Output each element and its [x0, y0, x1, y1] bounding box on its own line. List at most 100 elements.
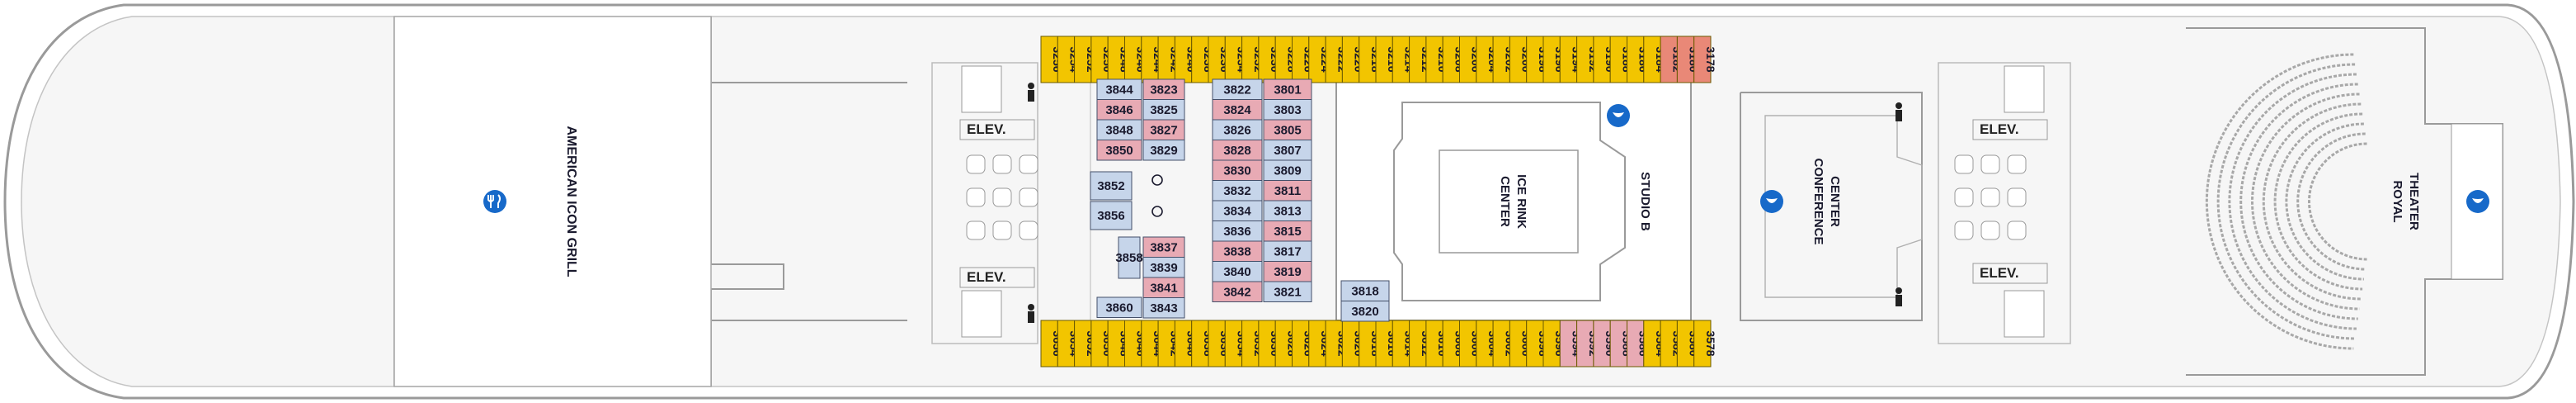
elevator-label-fwd-bottom: ELEV.: [1980, 265, 2019, 281]
stateroom-cabin[interactable]: 3836: [1212, 220, 1263, 242]
cabin-number: 3836: [1223, 225, 1250, 239]
elevator-door: [992, 187, 1012, 207]
stateroom-cabin[interactable]: 3848: [1096, 119, 1142, 140]
stateroom-cabin[interactable]: 3834: [1212, 200, 1263, 221]
elevator-door: [1954, 220, 1974, 240]
stateroom-cabin[interactable]: 3826: [1212, 119, 1263, 140]
conference-label-1: CONFERENCE: [1811, 158, 1825, 244]
cabin-number: 3834: [1223, 204, 1251, 218]
restroom-icon: [1896, 287, 1902, 306]
stateroom-cabin[interactable]: 3840: [1212, 261, 1263, 282]
stateroom-cabin[interactable]: 3803: [1263, 99, 1312, 121]
cabin-number: 3820: [1351, 305, 1378, 319]
stateroom-cabin[interactable]: 3841: [1142, 277, 1185, 298]
stateroom-cabin[interactable]: 3828: [1212, 140, 1263, 161]
cabin-number: 3846: [1105, 103, 1133, 117]
ice-rink: [1439, 149, 1579, 254]
cabin-number: 3807: [1274, 144, 1301, 158]
stateroom-cabin[interactable]: 3178: [1693, 36, 1717, 83]
stateroom-cabin[interactable]: 3813: [1263, 200, 1312, 221]
stateroom-cabin[interactable]: 3819: [1263, 261, 1312, 282]
cabin-number: 3819: [1274, 265, 1301, 279]
stateroom-row-port: 3256325432523250324832463244324232403238…: [1040, 36, 1717, 83]
cabin-number: 3839: [1150, 261, 1177, 275]
stateroom-cabin[interactable]: 3860: [1096, 296, 1142, 318]
stateroom-cabin[interactable]: 3805: [1263, 119, 1312, 140]
cabin-number: 3837: [1150, 240, 1177, 254]
stateroom-cabin[interactable]: 3856: [1090, 201, 1133, 230]
seat-row: [2273, 112, 2363, 291]
stateroom-cabin[interactable]: 3844: [1096, 78, 1142, 100]
stateroom-cabin[interactable]: 3823: [1142, 78, 1185, 100]
cabin-number: 3821: [1274, 285, 1301, 299]
cabin-number: 3844: [1105, 83, 1133, 97]
cabin-number: 3811: [1274, 184, 1302, 198]
stateroom-cabin[interactable]: 3809: [1263, 159, 1312, 181]
ice-rink-label-2: ICE RINK: [1514, 174, 1528, 229]
stateroom-cabin[interactable]: 3822: [1212, 78, 1263, 100]
cabin-number: 3850: [1105, 144, 1133, 158]
elevator-door: [992, 220, 1012, 240]
cabin-number: 3828: [1223, 144, 1250, 158]
elevator-door: [1019, 187, 1038, 207]
elevator-door: [2007, 187, 2027, 207]
studio-b-label: STUDIO B: [1638, 172, 1652, 231]
stateroom-cabin[interactable]: 3830: [1212, 159, 1263, 181]
stateroom-cabin[interactable]: 3832: [1212, 180, 1263, 202]
stateroom-cabin[interactable]: 3827: [1142, 119, 1185, 140]
stateroom-cabin[interactable]: 3839: [1142, 257, 1185, 278]
elevator-door: [1980, 220, 2000, 240]
elevator-door: [2007, 220, 2027, 240]
theater-seating: [2205, 53, 2367, 350]
stateroom-cabin[interactable]: 3824: [1212, 99, 1263, 121]
elevator-door: [1954, 187, 1974, 207]
cabin-number: 3827: [1150, 123, 1177, 137]
cabin-number: 3825: [1150, 103, 1177, 117]
cabin-number: 3841: [1150, 281, 1177, 295]
elevator-door: [966, 220, 986, 240]
cabin-number: 3823: [1150, 83, 1177, 97]
stateroom-cabin[interactable]: 3815: [1263, 220, 1312, 242]
stateroom-cabin[interactable]: 3821: [1263, 281, 1312, 302]
cabin-number: 3178: [1704, 46, 1717, 72]
seat-row: [2296, 132, 2366, 271]
stateroom-cabin[interactable]: 3818: [1340, 280, 1390, 301]
cabin-number: 3848: [1105, 123, 1133, 137]
stateroom-cabin[interactable]: 3852: [1090, 171, 1133, 201]
stateroom-cabin[interactable]: 3846: [1096, 99, 1142, 121]
stateroom-cabin[interactable]: 3825: [1142, 99, 1185, 121]
stateroom-cabin[interactable]: 3829: [1142, 140, 1185, 161]
stateroom-cabin[interactable]: 3578: [1693, 320, 1717, 367]
seat-row: [2285, 122, 2364, 281]
elevator-door: [1019, 154, 1038, 174]
stateroom-cabin[interactable]: 3850: [1096, 140, 1142, 161]
cabin-number: 3822: [1223, 83, 1250, 97]
elevator-door: [2007, 154, 2027, 174]
elevator-door: [992, 154, 1012, 174]
stateroom-cabin[interactable]: 3817: [1263, 240, 1312, 262]
stateroom-block-interior: 3844 3846 3848 3850 3823 3825 3827 3829 3822 3824…: [1090, 78, 1390, 322]
stateroom-cabin[interactable]: 3858: [1115, 236, 1143, 279]
elevator-label-aft-top: ELEV.: [967, 121, 1006, 137]
elevator-aft-top: [959, 119, 1035, 140]
restaurant-icon: [483, 190, 506, 213]
ice-rink-label-1: CENTER: [1498, 176, 1512, 227]
elevator-label-fwd-top: ELEV.: [1980, 121, 2019, 137]
stateroom-cabin[interactable]: 3837: [1142, 236, 1185, 258]
stateroom-cabin[interactable]: 3838: [1212, 240, 1263, 262]
stateroom-cabin[interactable]: 3807: [1263, 140, 1312, 161]
accessible-icon: [1151, 174, 1163, 186]
stateroom-cabin[interactable]: 3843: [1142, 297, 1185, 319]
elevator-door: [1980, 187, 2000, 207]
stairs-fwd-bottom: [2004, 290, 2045, 338]
cabin-number: 3815: [1274, 225, 1301, 239]
cabin-number: 3809: [1274, 164, 1301, 178]
elevator-label-aft-bottom: ELEV.: [967, 269, 1006, 285]
stateroom-cabin[interactable]: 3811: [1263, 180, 1312, 202]
cabin-number: 3832: [1223, 184, 1250, 198]
stateroom-cabin[interactable]: 3842: [1212, 281, 1263, 302]
stateroom-cabin[interactable]: 3801: [1263, 78, 1312, 100]
cabin-number: 3817: [1274, 244, 1301, 258]
stateroom-cabin[interactable]: 3820: [1340, 301, 1390, 322]
ice-rink-outline: [1393, 102, 1626, 301]
